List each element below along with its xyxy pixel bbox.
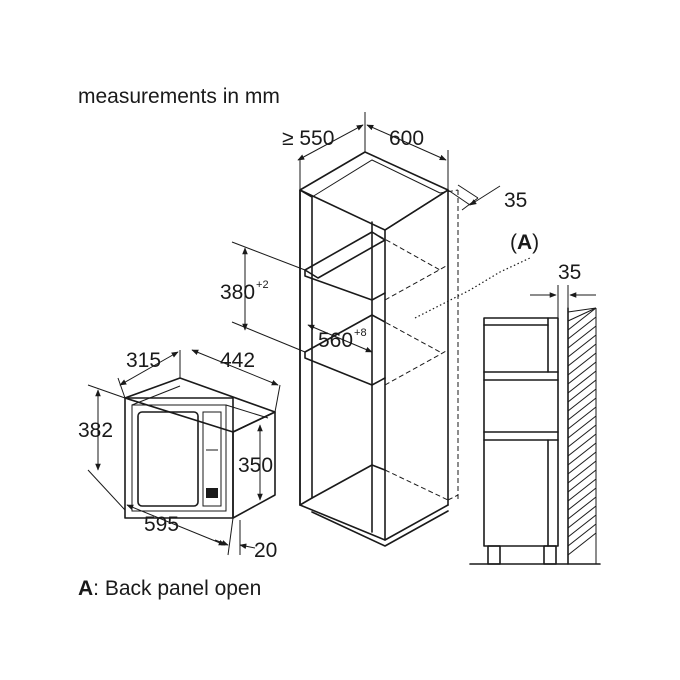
wall-hatch-line	[567, 343, 597, 367]
niche-height-dimension	[231, 241, 306, 353]
tall-cabinet	[299, 151, 459, 547]
appliance-body-height-label: 350	[238, 454, 274, 477]
wall-hatch-line	[567, 487, 597, 511]
niche-height-value: 380	[220, 281, 256, 304]
wall-hatch-line	[567, 451, 597, 475]
wall-hatch-line	[567, 406, 597, 430]
wall-hatch-line	[567, 334, 597, 358]
wall-hatch-line	[567, 397, 597, 421]
wall-hatch-line	[567, 505, 597, 529]
wall-hatch-line	[567, 478, 597, 502]
wall-hatch-line	[567, 514, 597, 538]
hidden-line-4	[371, 231, 441, 271]
front-overhang-line	[239, 543, 256, 549]
microwave-front-frame	[124, 397, 234, 519]
niche-width-label: 560+8	[318, 327, 367, 352]
niche-width-line	[307, 324, 373, 353]
callout-leader	[414, 257, 531, 319]
wall-hatch-line	[567, 361, 597, 385]
legend-key: A	[78, 577, 94, 600]
appliance-depth-label: 315	[126, 349, 162, 372]
wall-hatch-line	[567, 325, 597, 349]
microwave	[124, 377, 276, 519]
niche-height-tolerance: +2	[256, 279, 269, 291]
wall-hatch-line	[567, 307, 597, 313]
wall-hatch-line	[567, 307, 597, 331]
wall-hatch-line	[567, 523, 597, 547]
cabinet-top-inner	[311, 159, 441, 198]
microwave-button	[206, 488, 218, 498]
niche-width-value: 560	[318, 329, 354, 352]
appliance-height-label: 382	[78, 419, 114, 442]
wall-hatch-line	[567, 388, 597, 412]
wall-hatch-line	[567, 379, 597, 403]
cabinet-base-edge	[299, 504, 449, 541]
wall-hatch-line	[567, 424, 597, 448]
cabinet-left-side	[299, 189, 313, 506]
width-dimension-line	[366, 124, 447, 161]
wall-hatch-line	[567, 532, 597, 556]
wall-hatch-line	[567, 469, 597, 493]
microwave-door-window	[137, 411, 199, 507]
front-overhang-label: 20	[254, 539, 278, 562]
hidden-back-bottom	[447, 494, 459, 501]
depth-dimension-line	[297, 124, 364, 161]
callout-close: )	[532, 231, 540, 254]
hidden-line-2	[384, 349, 449, 386]
hidden-line-3	[384, 469, 449, 501]
wall-hatch-line	[567, 316, 597, 340]
side-foot-front	[487, 545, 501, 565]
wall-hatch-line	[567, 442, 597, 466]
side-foot-back	[543, 545, 557, 565]
top-dimensions	[297, 112, 501, 211]
page-title: measurements in mm	[78, 85, 280, 108]
middle-shelf-front	[304, 351, 386, 386]
cabinet-depth-label: ≥ 550	[282, 127, 335, 150]
wall-hatch-line	[567, 496, 597, 520]
appliance-width-label: 595	[144, 513, 180, 536]
upper-shelf	[304, 231, 386, 279]
bottom-floor	[311, 464, 386, 499]
wall-hatch-line	[567, 307, 597, 322]
appliance-inner-depth-label: 442	[220, 349, 256, 372]
wall-hatch-line	[567, 370, 597, 394]
appliance-width-line	[126, 504, 226, 546]
side-view	[469, 285, 601, 565]
wall-hatching	[567, 307, 597, 564]
microwave-side	[232, 411, 276, 519]
upper-shelf-front	[304, 269, 386, 301]
wall-hatch-line	[567, 433, 597, 457]
callout-open: (	[510, 231, 517, 254]
appliance-depth-line	[119, 351, 179, 386]
appliance-inner-depth-line	[191, 349, 279, 386]
back-gap-label: 35	[504, 189, 528, 212]
legend: A: Back panel open	[78, 578, 261, 599]
niche-height-label: 380+2	[220, 279, 269, 304]
wall-hatch-line	[567, 352, 597, 376]
hidden-back-top	[439, 189, 459, 194]
niche-width-tolerance: +8	[354, 327, 367, 339]
cabinet-top-right-edge	[384, 189, 449, 231]
callout-marker: (A)	[510, 232, 539, 253]
wall-gap-label: 35	[558, 261, 582, 284]
legend-text: : Back panel open	[93, 577, 262, 600]
niche-width-dimension	[307, 324, 373, 353]
callout-key: A	[517, 231, 533, 254]
hidden-line-1	[384, 264, 449, 301]
cabinet-plinth	[311, 510, 449, 547]
hidden-line-5	[371, 314, 441, 353]
wall-hatch-line	[567, 415, 597, 439]
back-gap-line	[469, 185, 501, 206]
microwave-dimensions	[87, 349, 281, 556]
cabinet-width-label: 600	[389, 127, 425, 150]
wall-hatch-line	[567, 460, 597, 484]
